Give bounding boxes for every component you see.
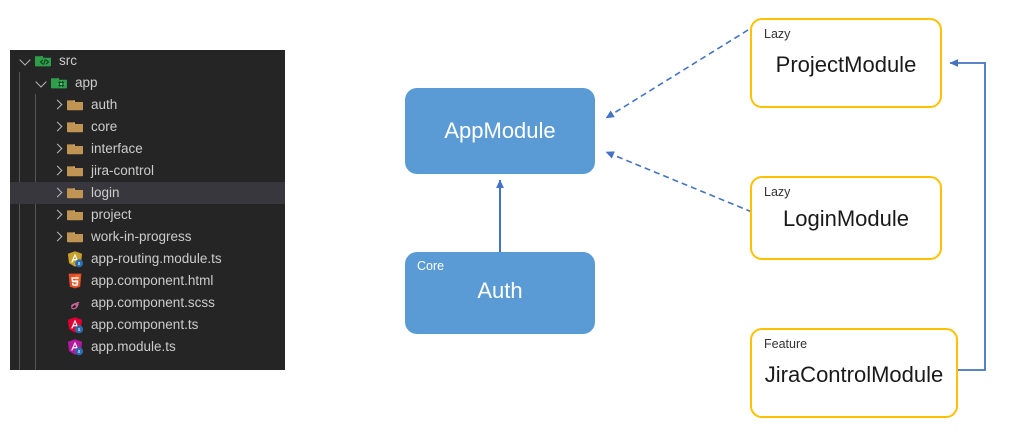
tree-file-app-routing.module.ts[interactable]: s app-routing.module.ts [10,248,285,270]
node-title: AppModule [444,118,556,143]
indent-spacer [10,116,50,138]
node-jiracontrolmodule[interactable]: Feature JiraControlModule [750,328,958,418]
folder-src-icon [34,52,52,70]
tree-item-label: interface [91,141,143,156]
html5-icon [66,272,84,290]
node-title: JiraControlModule [764,362,944,387]
chevron-down-icon[interactable] [34,72,50,94]
node-stereotype: Feature [764,337,808,351]
tree-file-app.component.ts[interactable]: s app.component.ts [10,314,285,336]
chevron-down-icon[interactable] [18,50,34,72]
tree-item-label: app.component.scss [91,295,215,310]
tree-folder-src[interactable]: src [10,50,285,72]
tree-item-label: auth [91,97,118,112]
chevron-right-icon[interactable] [50,204,66,226]
indent-spacer [10,226,50,248]
svg-text:s: s [78,261,81,267]
tree-item-label: jira-control [91,163,155,178]
edge-jira-to-project [949,59,986,371]
node-auth[interactable]: Core Auth [405,252,595,334]
folder-icon [66,184,84,202]
chevron-placeholder [50,248,66,270]
svg-text:s: s [78,327,81,333]
indent-spacer [10,50,18,72]
tree-file-app.module.ts[interactable]: s app.module.ts [10,336,285,358]
node-projectmodule[interactable]: Lazy ProjectModule [750,18,942,108]
chevron-placeholder [50,314,66,336]
tree-folder-app[interactable]: app [10,72,285,94]
tree-file-app.component.html[interactable]: app.component.html [10,270,285,292]
node-stereotype: Core [417,259,445,273]
node-title: Auth [477,278,523,303]
folder-icon [66,96,84,114]
tree-folder-jira-control[interactable]: jira-control [10,160,285,182]
node-title: ProjectModule [775,52,917,77]
sass-icon [66,294,84,312]
indent-spacer [10,182,50,204]
indent-spacer [10,292,50,314]
chevron-right-icon[interactable] [50,138,66,160]
angular-gold-icon: s [66,250,84,268]
indent-spacer [10,336,50,358]
chevron-placeholder [50,336,66,358]
tree-item-label: project [91,207,132,222]
folder-app-icon [50,74,68,92]
tree-item-label: login [91,185,120,200]
tree-item-label: app.component.ts [91,317,199,332]
tree-folder-interface[interactable]: interface [10,138,285,160]
indent-spacer [10,248,50,270]
tree-item-label: app-routing.module.ts [91,251,222,266]
indent-spacer [10,94,50,116]
edge-project-to-appmodule [605,29,749,119]
folder-icon [66,206,84,224]
indent-spacer [10,204,50,226]
tree-folder-login[interactable]: login [10,182,285,204]
tree-item-label: core [91,119,118,134]
angular-red-icon: s [66,316,84,334]
chevron-right-icon[interactable] [50,226,66,248]
node-appmodule[interactable]: AppModule [405,88,595,174]
tree-item-label: app.module.ts [91,339,176,354]
indent-spacer [10,138,50,160]
indent-spacer [10,314,50,336]
tree-item-label: work-in-progress [91,229,192,244]
svg-text:s: s [78,349,81,355]
chevron-right-icon[interactable] [50,94,66,116]
tree-folder-work-in-progress[interactable]: work-in-progress [10,226,285,248]
node-loginmodule[interactable]: Lazy LoginModule [750,176,942,260]
tree-item-label: app.component.html [91,273,214,288]
indent-spacer [10,160,50,182]
indent-guide [35,94,36,370]
node-title: LoginModule [783,206,909,231]
node-stereotype: Lazy [764,185,791,199]
chevron-placeholder [50,270,66,292]
indent-spacer [10,72,34,94]
edge-login-to-appmodule [605,151,753,213]
folder-icon [66,140,84,158]
angular-purple-icon: s [66,338,84,356]
chevron-right-icon[interactable] [50,182,66,204]
node-stereotype: Lazy [764,27,791,41]
file-explorer-panel[interactable]: src app auth core interface jira-control login… [10,50,285,370]
indent-spacer [10,270,50,292]
tree-item-label: src [59,53,77,68]
tree-file-app.component.scss[interactable]: app.component.scss [10,292,285,314]
indent-guide [19,72,20,370]
folder-icon [66,118,84,136]
tree-folder-core[interactable]: core [10,116,285,138]
file-tree[interactable]: src app auth core interface jira-control login… [10,50,285,358]
chevron-right-icon[interactable] [50,116,66,138]
tree-item-label: app [75,75,98,90]
chevron-placeholder [50,292,66,314]
tree-folder-project[interactable]: project [10,204,285,226]
folder-icon [66,228,84,246]
tree-folder-auth[interactable]: auth [10,94,285,116]
chevron-right-icon[interactable] [50,160,66,182]
folder-icon [66,162,84,180]
